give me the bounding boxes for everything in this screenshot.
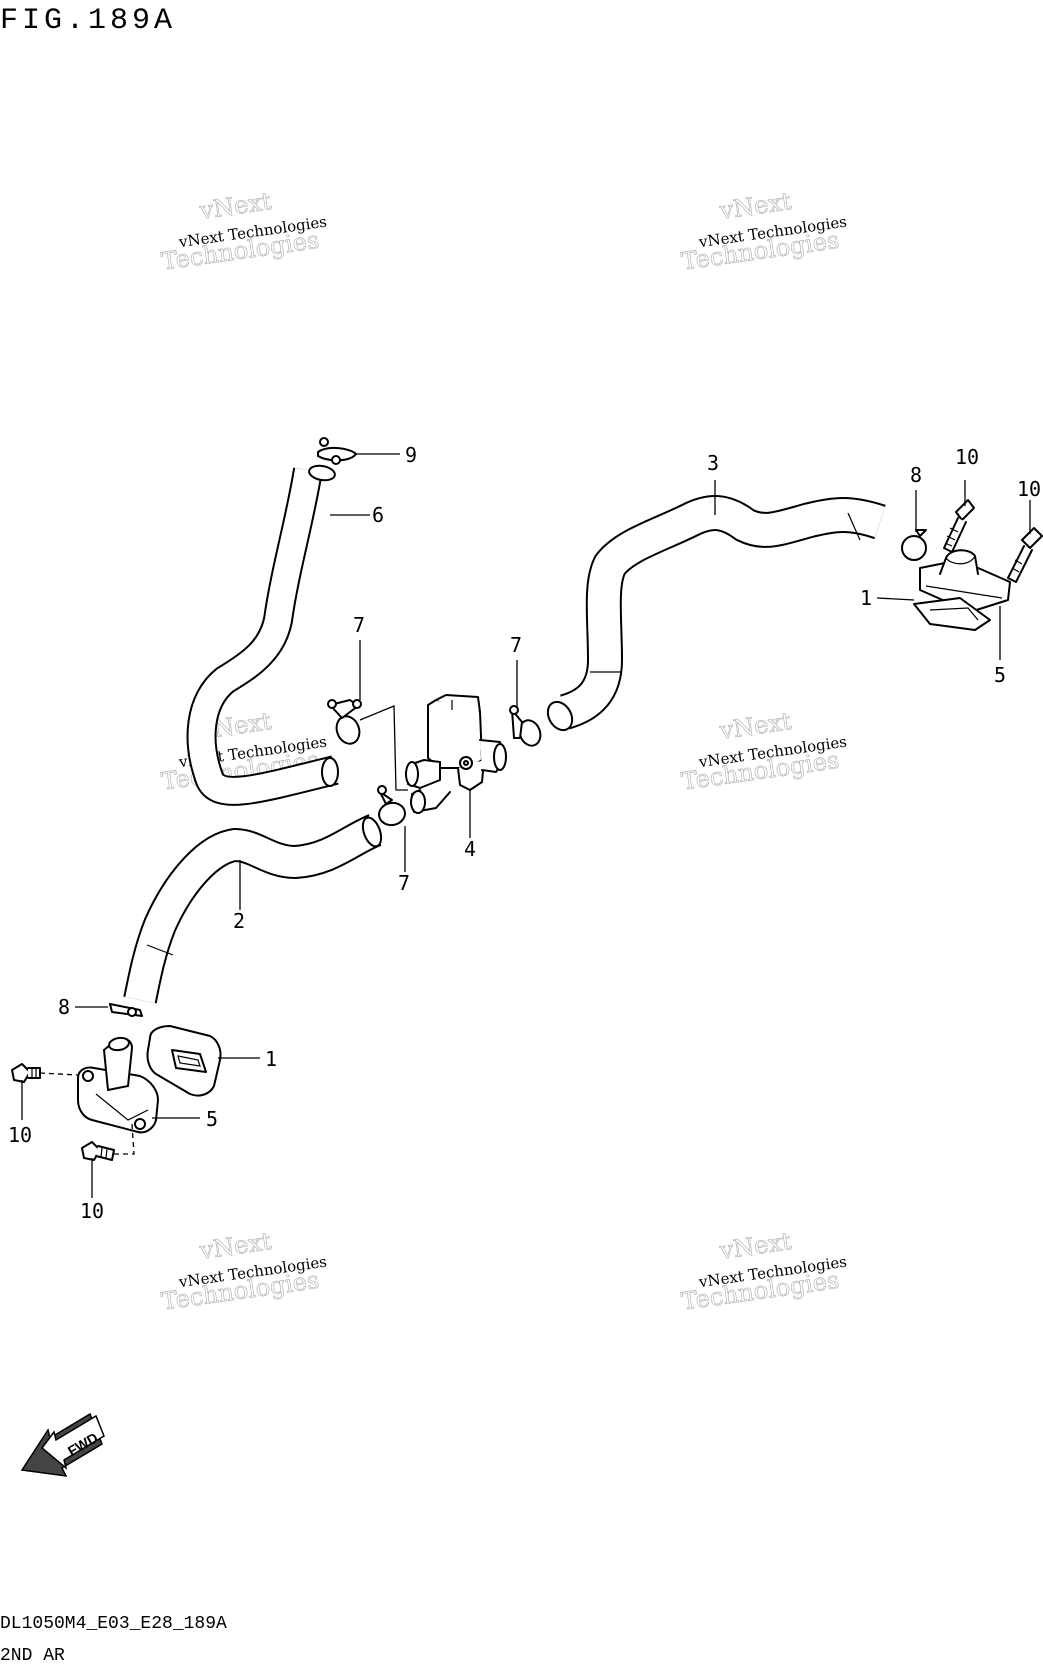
bolt-10-bottom-dash [114, 1123, 135, 1155]
callout-5-left: 5 [206, 1107, 218, 1131]
svg-text:vNext: vNext [197, 1227, 273, 1265]
callout-5-right: 5 [994, 663, 1006, 687]
clip-8-bottom [109, 1003, 143, 1017]
bolt-10-left-dash [39, 1072, 79, 1076]
callout-7-mid: 7 [510, 633, 522, 657]
section-label: 2ND AR [0, 1646, 65, 1666]
bolt-10-top-a [943, 499, 975, 553]
watermark-mid-right: vNext vNext Technologies Technologies [679, 707, 848, 796]
callout-10-top-a: 10 [955, 445, 979, 469]
callout-8-top: 8 [910, 463, 922, 487]
callout-7-bottom: 7 [398, 871, 410, 895]
callout-6: 6 [372, 503, 384, 527]
clip-8-top [901, 529, 927, 561]
clip-7-bottom [377, 785, 406, 827]
callout-2: 2 [233, 909, 245, 933]
hose-3 [546, 495, 886, 732]
callout-9: 9 [405, 443, 417, 467]
watermark-bottom-left: vNext vNext Technologies Technologies [159, 1227, 328, 1316]
callout-10-bottom: 10 [80, 1199, 104, 1223]
clip-9 [317, 437, 357, 465]
clip-7-mid [509, 705, 542, 747]
bolt-10-left [11, 1063, 41, 1083]
svg-text:vNext: vNext [717, 1227, 793, 1265]
connector-line [359, 705, 408, 791]
svg-text:vNext: vNext [717, 187, 793, 225]
reed-valve-5-right [919, 549, 1011, 613]
watermark-top-left: vNext vNext Technologies Technologies [159, 187, 328, 276]
figure-code: DL1050M4_E03_E28_189A [0, 1614, 227, 1634]
clip-7-left [327, 699, 362, 745]
bolt-10-bottom [81, 1141, 115, 1161]
hose-2 [123, 814, 383, 1004]
watermark-bottom-right: vNext vNext Technologies Technologies [679, 1227, 848, 1316]
callout-1-left: 1 [265, 1047, 277, 1071]
figure-title: FIG.189A [0, 4, 177, 38]
gasket-1-right [913, 597, 991, 631]
watermark-top-right: vNext vNext Technologies Technologies [679, 187, 848, 276]
valve-4 [405, 694, 507, 814]
svg-text:vNext: vNext [197, 187, 273, 225]
callout-7-left: 7 [353, 613, 365, 637]
reed-valve-5-left [77, 1036, 159, 1134]
callout-10-left: 10 [8, 1123, 32, 1147]
svg-text:vNext: vNext [717, 707, 793, 745]
bolt-10-top-b [1007, 527, 1043, 583]
gasket-1-left [146, 1025, 222, 1097]
leader-lines [21, 453, 1031, 1198]
callout-8-bottom: 8 [58, 995, 70, 1019]
callout-4: 4 [464, 837, 476, 861]
fwd-arrow: FWD [20, 1412, 105, 1477]
callout-10-top-b: 10 [1017, 477, 1041, 501]
callout-1-right: 1 [860, 586, 872, 610]
hose-6 [186, 464, 339, 806]
callout-3: 3 [707, 451, 719, 475]
